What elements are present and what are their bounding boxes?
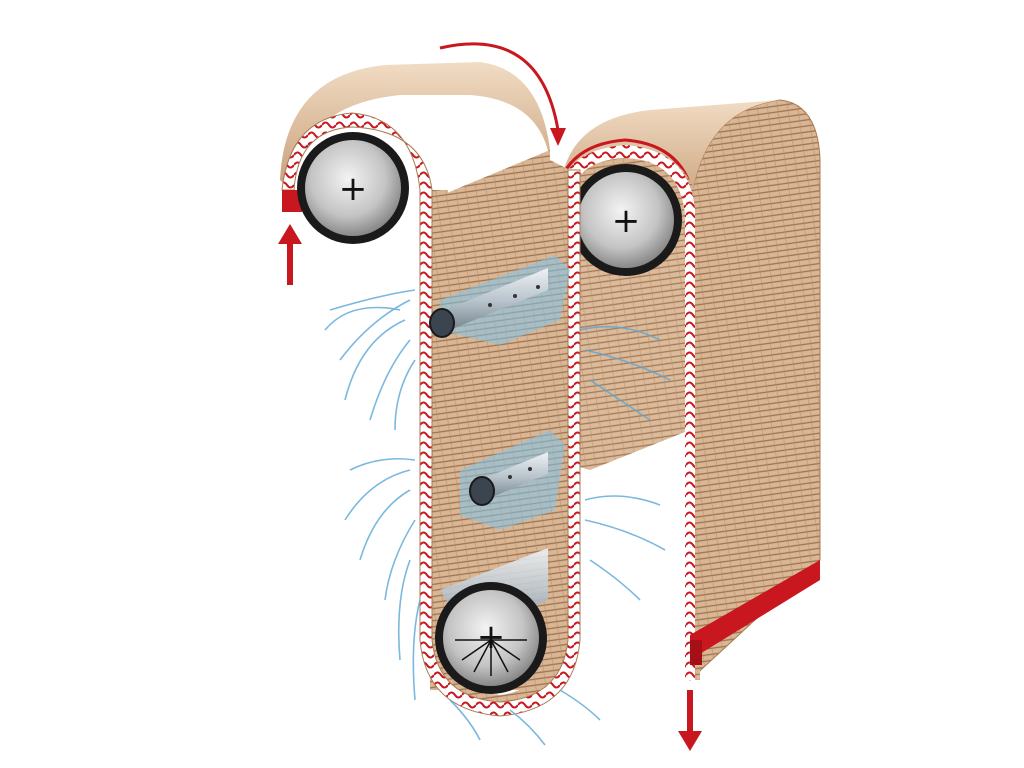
left-belt-red-edge <box>282 190 302 212</box>
flow-arrow-curved-icon <box>439 42 566 146</box>
roller-upper-right: + <box>570 164 682 276</box>
suction-roller-lower: + <box>435 548 548 694</box>
suction-roller-icon <box>455 639 527 676</box>
spray-pipe-icon <box>429 308 455 338</box>
water-spray <box>324 289 671 746</box>
spray-pipe-icon <box>469 476 495 506</box>
spray-pipe-upper <box>429 255 570 345</box>
flow-arrow-down-icon <box>678 690 702 751</box>
right-belt-red-edge <box>690 560 820 660</box>
roller-upper-left: + <box>297 132 409 244</box>
roller-plus-icon: + <box>612 201 641 241</box>
spray-pipe-lower <box>460 430 565 530</box>
flow-arrow-up-icon <box>278 224 302 285</box>
roller-plus-icon: + <box>339 169 368 209</box>
right-felt-belt <box>553 99 821 682</box>
